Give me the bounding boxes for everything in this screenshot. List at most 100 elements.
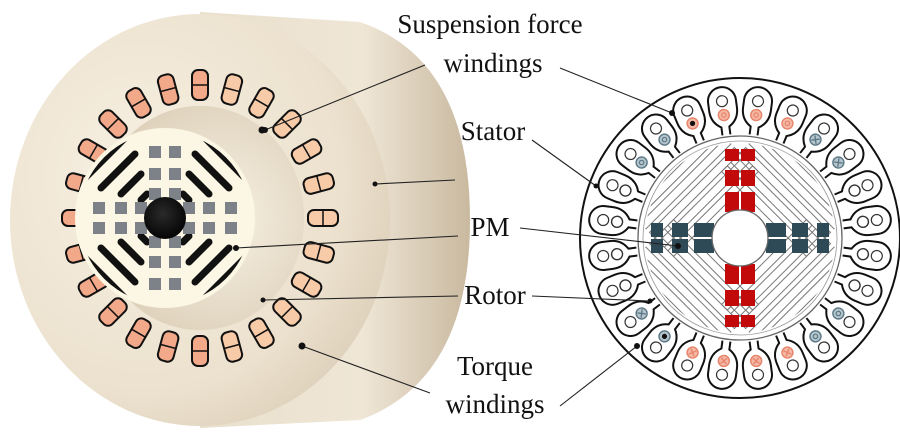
pm-block-red [725, 170, 739, 186]
conductor-inner [717, 108, 731, 122]
stator-slot [834, 170, 883, 205]
conductor-inner [856, 247, 870, 261]
conductor [843, 315, 856, 329]
conductor [624, 315, 637, 329]
coil-3d [98, 109, 128, 139]
motor-3d-view [10, 12, 470, 428]
coil-divider [78, 175, 85, 192]
stator-slot [597, 170, 646, 205]
barrier [117, 170, 145, 198]
barrier [185, 238, 213, 266]
barrier [179, 190, 193, 204]
stator-slot [707, 86, 739, 136]
cross-mark-icon [752, 357, 760, 365]
coil-divider [88, 144, 99, 159]
coil-divider [131, 98, 146, 108]
conductor [681, 359, 694, 372]
pm-block-red [741, 149, 755, 161]
dot-mark-icon [784, 120, 791, 127]
coil-divider [301, 277, 312, 292]
flux-barrier [667, 165, 760, 258]
label-torque-line1: Torque [457, 351, 533, 381]
leader-rotor-right [531, 295, 651, 302]
pm-block-3d [149, 146, 161, 158]
conductor [786, 359, 799, 372]
pm-block-3d [225, 222, 237, 234]
pm-block-3d [225, 202, 237, 214]
stator-slot [672, 332, 707, 381]
barrier [117, 238, 145, 266]
coil-3d [302, 172, 335, 195]
dot-mark-icon [753, 112, 759, 118]
coil-divider [88, 277, 99, 292]
conductor-inner [619, 279, 632, 292]
leader-lines [235, 64, 679, 407]
stator-slot [842, 205, 892, 237]
coil-divider [223, 86, 240, 93]
stator-slots [588, 86, 892, 390]
leader-dots [233, 110, 681, 349]
stator-slot [615, 138, 661, 179]
stator-slot [741, 340, 773, 390]
cross-mark-icon [720, 357, 728, 365]
pm-block-teal [817, 239, 829, 253]
leader-dot [675, 243, 681, 249]
conductor-inner [781, 117, 794, 130]
conductor-inner [848, 279, 861, 292]
barrier [191, 244, 233, 286]
rotor-cross-section [645, 143, 835, 333]
pm-block-3d [115, 222, 127, 234]
pm-blocks-2d [651, 149, 829, 327]
conductor [649, 122, 663, 135]
cross-mark-icon [637, 309, 646, 318]
pm-block-3d [203, 222, 215, 234]
pm-block-3d [203, 202, 215, 214]
pm-blocks-3d [93, 146, 237, 290]
pm-block-teal [672, 223, 688, 237]
coil-3d [156, 330, 180, 363]
leader-dot [634, 343, 640, 349]
conductor [817, 122, 831, 135]
motor-cross-section [579, 77, 900, 399]
coil-divider [280, 117, 294, 131]
leader-dot [262, 127, 268, 133]
cross-mark-icon [688, 348, 697, 357]
leader-dot [593, 183, 599, 189]
flux-barrier [757, 143, 835, 221]
pm-block-red [741, 290, 755, 306]
pm-block-red [725, 192, 739, 212]
pm-block-teal [766, 223, 786, 237]
coil-3d [191, 69, 209, 101]
pm-block-3d [149, 188, 161, 200]
stator-slot [819, 138, 865, 179]
leader-stator-left [374, 179, 456, 185]
conductor-inner [619, 184, 632, 197]
leader-dot [233, 245, 239, 251]
barrier [191, 150, 233, 192]
conductor [624, 147, 637, 161]
stator-slot [588, 239, 638, 271]
rotor-3d [75, 126, 306, 350]
stator-slot [615, 297, 661, 338]
dot-mark-icon [638, 159, 645, 166]
rotor-edge [642, 140, 838, 336]
leader-rotor-left [262, 295, 459, 301]
conductor [649, 341, 663, 354]
shaft-3d [144, 197, 186, 239]
barrier [137, 190, 151, 204]
stator-slot [799, 317, 840, 363]
pm-block-red [741, 170, 755, 186]
conductor-inner [658, 133, 671, 146]
stator-slot [773, 95, 808, 144]
leader-suspension-left [264, 64, 426, 131]
coil-3d [248, 87, 275, 119]
conductor [861, 179, 874, 192]
conductor [715, 95, 729, 108]
conductor [870, 249, 883, 263]
stator-slot [640, 113, 681, 159]
conductor [597, 213, 610, 227]
coil-3d [248, 317, 275, 349]
pm-block-3d [149, 278, 161, 290]
pm-block-3d [169, 146, 181, 158]
